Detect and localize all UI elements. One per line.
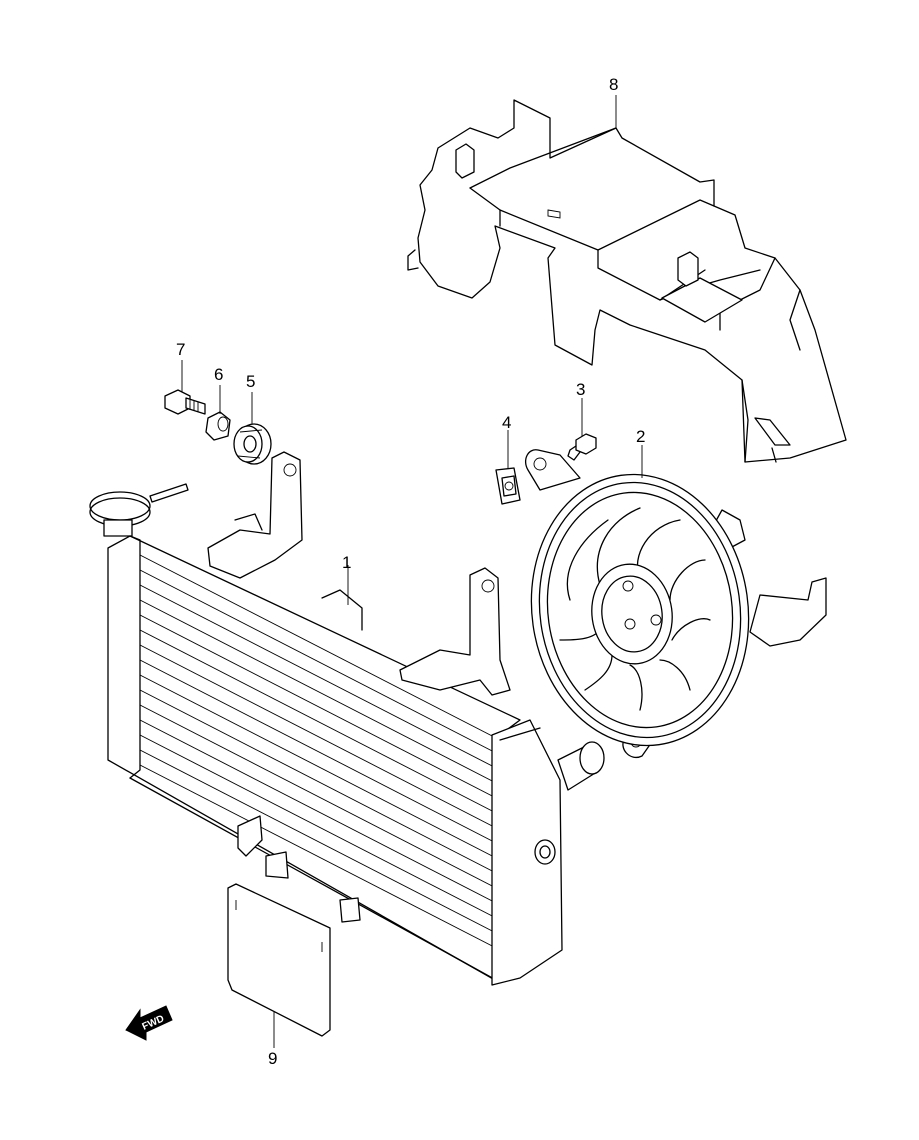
callout-8: 8 xyxy=(609,75,618,94)
part-9-plate[interactable] xyxy=(227,883,331,1037)
callout-2: 2 xyxy=(636,427,645,446)
radiator-fins xyxy=(139,554,501,951)
part-4-clip-nut[interactable] xyxy=(495,467,521,505)
part-2-cooling-fan[interactable] xyxy=(514,449,827,760)
part-8-shroud[interactable] xyxy=(407,99,847,463)
callout-3: 3 xyxy=(576,380,585,399)
part-5-grommet[interactable] xyxy=(233,423,272,465)
forward-direction-marker: FWD xyxy=(125,1005,173,1041)
part-1-radiator[interactable] xyxy=(89,451,605,986)
callout-1: 1 xyxy=(342,553,351,572)
callout-7: 7 xyxy=(176,340,185,359)
radiator-upper-bracket xyxy=(207,451,303,579)
callout-5: 5 xyxy=(246,372,255,391)
callout-9: 9 xyxy=(268,1049,277,1068)
callout-4: 4 xyxy=(502,413,511,432)
callout-6: 6 xyxy=(214,365,223,384)
part-7-bolt[interactable] xyxy=(164,389,206,415)
part-6-collar[interactable] xyxy=(205,411,231,441)
part-3-bolt[interactable] xyxy=(567,433,597,461)
radiator-cap xyxy=(89,483,189,537)
